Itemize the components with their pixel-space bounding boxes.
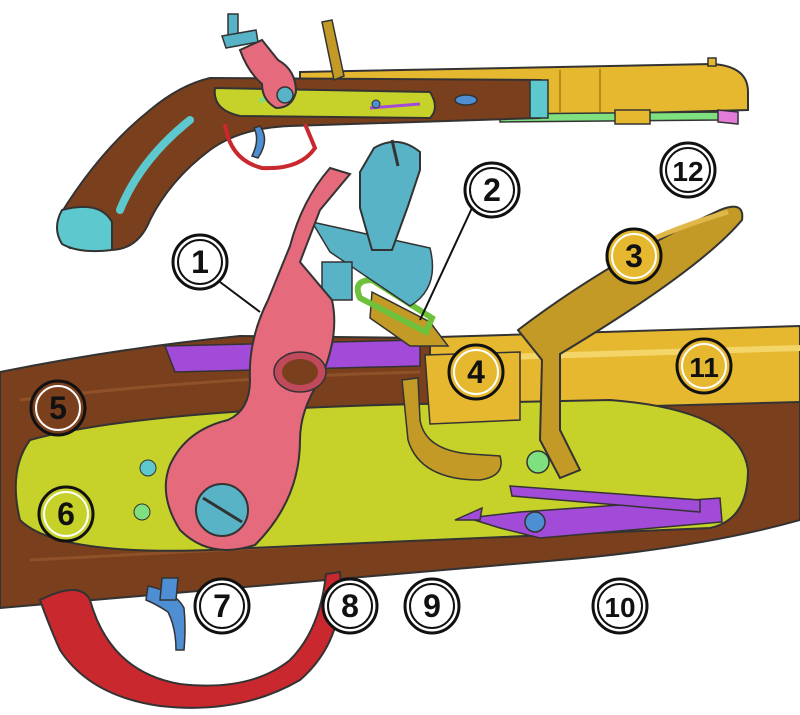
callout-inner-ring — [453, 349, 499, 395]
callout-inner-ring — [43, 491, 89, 537]
callout-inner-ring — [327, 583, 373, 629]
callout-10: 10 — [591, 577, 649, 635]
callout-label: 1 — [191, 244, 209, 280]
callout-label: 10 — [604, 592, 635, 623]
callout-1: 1 — [171, 233, 229, 291]
pistol-trigger — [250, 125, 266, 159]
trigger-guard — [38, 570, 342, 709]
callout-ring — [659, 141, 717, 199]
callout-3: 3 — [605, 227, 663, 285]
callout-inner-ring — [409, 583, 455, 629]
callout-label: 11 — [689, 352, 719, 383]
callout-11: 11 — [675, 337, 733, 395]
jaw-screw — [359, 141, 421, 251]
pistol-overview — [56, 13, 749, 253]
callout-ring — [321, 577, 379, 635]
callout-12: 12 — [659, 141, 717, 199]
callout-6: 6 — [37, 485, 95, 543]
callout-ring — [193, 577, 251, 635]
callout-inner-ring — [681, 343, 727, 389]
callout-inner-ring — [665, 147, 711, 193]
top-jaw — [310, 220, 434, 307]
callout-inner-ring — [469, 167, 515, 213]
callout-ring — [675, 337, 733, 395]
pistol-butt-cap — [56, 206, 113, 253]
callout-ring — [29, 379, 87, 437]
callout-inner-ring — [611, 233, 657, 279]
callout-4: 4 — [447, 343, 505, 401]
callout-label: 2 — [483, 172, 501, 208]
callout-7: 7 — [193, 577, 251, 635]
callout-ring — [171, 233, 229, 291]
callout-label: 6 — [57, 496, 75, 532]
trigger — [145, 585, 186, 651]
callout-label: 4 — [467, 354, 485, 390]
leader-lines — [219, 207, 473, 321]
callout-ring — [403, 577, 461, 635]
callout-ring — [605, 227, 663, 285]
leather-pad — [354, 276, 436, 337]
callout-label: 3 — [625, 238, 643, 274]
callout-ring — [37, 485, 95, 543]
callout-ring — [463, 161, 521, 219]
callout-ring — [591, 577, 649, 635]
callout-9: 9 — [403, 577, 461, 635]
callout-ring — [447, 343, 505, 401]
callout-5: 5 — [29, 379, 87, 437]
callout-inner-ring — [597, 583, 643, 629]
pistol-frizzen — [321, 19, 345, 82]
callout-inner-ring — [199, 583, 245, 629]
callout-label: 8 — [341, 588, 359, 624]
callout-label: 12 — [672, 156, 703, 187]
callout-label: 5 — [49, 390, 67, 426]
pistol-lock-plate — [213, 86, 436, 120]
callout-2: 2 — [463, 161, 521, 219]
callout-inner-ring — [35, 385, 81, 431]
callout-8: 8 — [321, 577, 379, 635]
frizzen-spring — [401, 377, 502, 481]
callout-label: 9 — [423, 588, 441, 624]
callout-inner-ring — [177, 239, 223, 285]
pistol-trigger-guard — [223, 123, 318, 171]
callout-label: 7 — [213, 588, 231, 624]
